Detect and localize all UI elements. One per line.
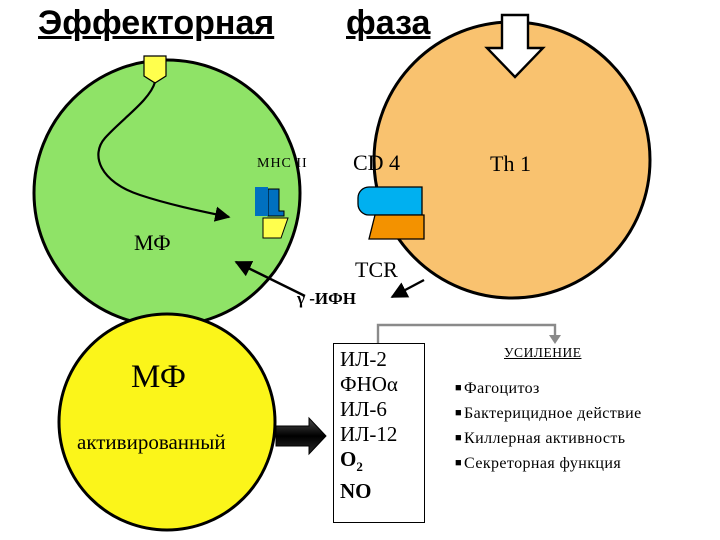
bullet-icon: ■ — [455, 407, 463, 419]
effect-item: ■Фагоцитоз — [455, 377, 642, 402]
cytokine-il2: ИЛ-2 — [340, 347, 387, 371]
effect-label: Секреторная функция — [464, 455, 622, 472]
ifn-arrow-to-macrophage — [234, 260, 306, 298]
activation-arrow — [275, 416, 327, 456]
effect-item: ■Киллерная активность — [455, 427, 642, 452]
antigen-path-arrow — [97, 81, 231, 222]
mhc-receptor-body — [255, 187, 268, 216]
oxygen-subscript: 2 — [356, 459, 363, 475]
macrophage-label: МФ — [134, 230, 171, 255]
nitric-oxide-label: NO — [340, 479, 372, 504]
oxygen-label: O2 — [334, 447, 424, 479]
cytokine-list: ИЛ-2 ФНОα ИЛ-6 ИЛ-12 O2 NO — [333, 343, 425, 523]
bullet-icon: ■ — [455, 432, 463, 444]
activated-macrophage-cell — [57, 312, 277, 532]
activated-label: активированный — [77, 430, 226, 454]
bracket-arrowhead — [549, 335, 561, 344]
effect-item: ■Бактерицидное действие — [455, 402, 642, 427]
bracket-connector — [376, 323, 557, 344]
activated-macrophage-title: МФ — [131, 359, 186, 395]
amplification-label: УСИЛЕНИЕ — [504, 345, 582, 360]
tcr-label: TCR — [355, 257, 398, 282]
mhc-label: MHC II — [257, 156, 308, 171]
down-arrow-icon — [484, 13, 546, 79]
effect-label: Фагоцитоз — [464, 380, 540, 397]
cd4-receptor — [357, 186, 423, 216]
antigen-peptide — [262, 217, 289, 239]
cytokine-il6: ИЛ-6 — [340, 397, 387, 421]
effect-label: Бактерицидное действие — [464, 405, 642, 422]
effect-item: ■Секреторная функция — [455, 452, 642, 477]
effects-list: ■Фагоцитоз ■Бактерицидное действие ■Килл… — [455, 377, 642, 477]
cytokine-il12: ИЛ-12 — [340, 422, 398, 446]
bullet-icon: ■ — [455, 457, 463, 469]
effect-label: Киллерная активность — [464, 430, 626, 447]
oxygen-symbol: O — [340, 447, 357, 471]
th1-label: Th 1 — [490, 151, 531, 176]
ifn-label: γ -ИФН — [297, 289, 356, 308]
antigen-shape — [143, 55, 167, 84]
bullet-icon: ■ — [455, 382, 463, 394]
tcr-receptor — [368, 214, 425, 240]
cd4-label: CD 4 — [353, 150, 401, 175]
title-phase: фаза — [346, 4, 431, 42]
title-effector: Эффекторная — [38, 4, 275, 42]
tcr-to-ifn-arrow — [390, 278, 425, 299]
cytokine-tnf: ФНОα — [340, 372, 398, 396]
